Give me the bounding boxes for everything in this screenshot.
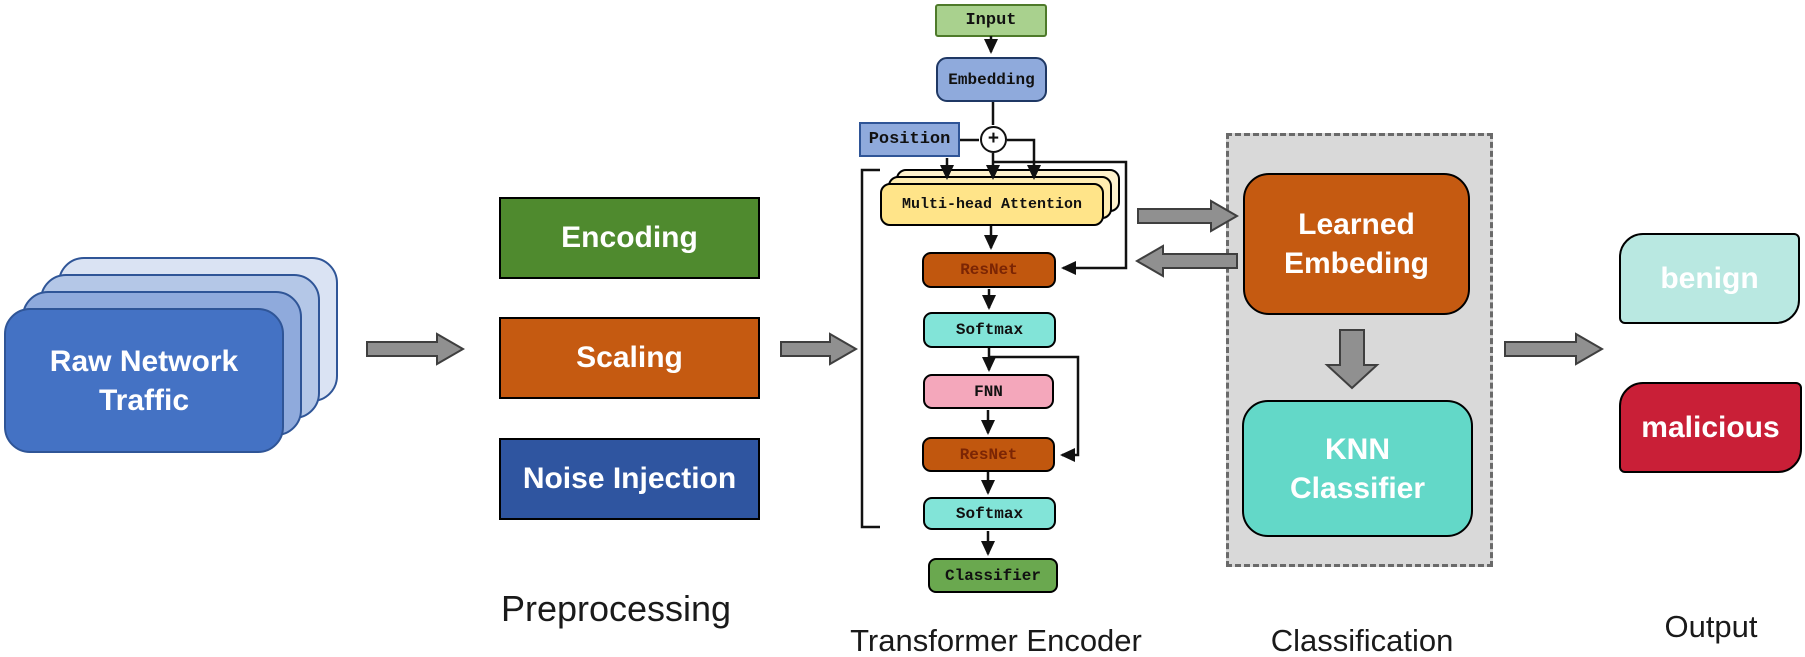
flow-arrow-encoder-to-classification [1137,199,1240,233]
encoder-bracket [860,168,880,529]
knn-classifier-box: KNN Classifier [1242,400,1473,537]
raw-network-traffic-box: Raw Network Traffic [4,308,284,453]
flow-arrow-classification-to-output [1504,332,1605,366]
flow-arrow-classification-to-encoder [1134,244,1238,278]
position-box: Position [859,122,960,157]
flow-arrow-traffic-to-preprocessing [366,332,466,366]
multi-head-attention-box: Multi-head Attention [880,183,1104,226]
learned-embedding-box: Learned Embeding [1243,173,1470,315]
embedding-box: Embedding [936,57,1047,102]
softmax-box-2: Softmax [923,497,1056,530]
scaling-box: Scaling [499,317,760,399]
flow-arrow-preprocessing-to-encoder [780,332,859,366]
resnet-box-2: ResNet [922,437,1055,472]
noise-injection-box: Noise Injection [499,438,760,520]
add-junction: + [980,126,1007,153]
input-box: Input [935,4,1047,37]
resnet-box-1: ResNet [922,252,1056,288]
malicious-box: malicious [1619,382,1802,473]
encoding-box: Encoding [499,197,760,279]
softmax-box-1: Softmax [923,312,1056,348]
classification-label: Classification [1270,623,1454,657]
benign-box: benign [1619,233,1800,324]
preprocessing-label: Preprocessing [500,588,732,629]
transformer-encoder-label: Transformer Encoder [850,623,1142,657]
output-label: Output [1664,609,1758,644]
classifier-box: Classifier [928,558,1058,593]
fnn-box: FNN [923,374,1054,409]
